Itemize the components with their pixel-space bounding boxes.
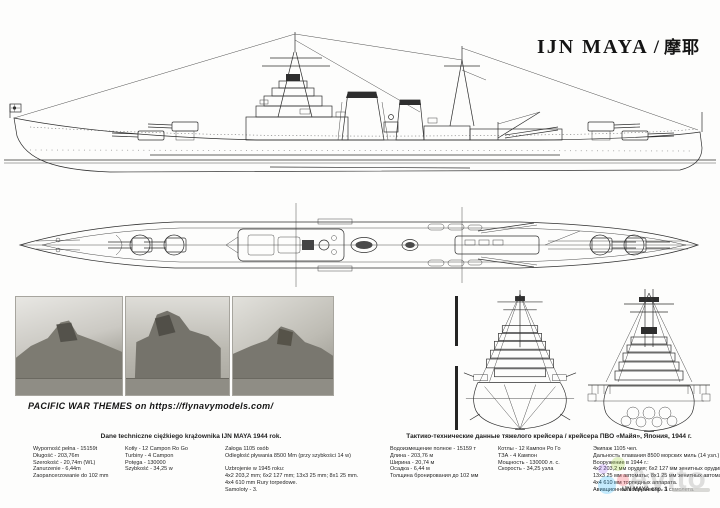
page-title: IJN MAYA / 摩耶 [537, 33, 700, 59]
spec-line: Zanurzenie - 6,44m [33, 466, 81, 473]
spec-line: 4x2 203,2 mm; 6x2 127 mm; 13x3 25 mm; 8x… [225, 473, 359, 480]
spec-line: 4x4 610 mm Rury torpedowe. [225, 479, 298, 486]
specs-polish-header: Dane techniczne ciężkiego krążownika IJN… [100, 433, 282, 440]
specs-polish: Dane techniczne ciężkiego krążownika IJN… [15, 433, 367, 497]
specs-russian: Тактико-технические данные тяжелого крей… [383, 433, 720, 501]
section-bridge-tiers [463, 325, 577, 381]
spec-line: Скорость - 34,25 узла [498, 466, 554, 473]
spec-line [225, 460, 358, 467]
aircraft-deck-and-catapult [469, 111, 563, 141]
plan-view-drawing [18, 203, 700, 287]
spec-line: Zaopancerzowanie do 102 mm [33, 473, 109, 480]
spec-line: Załoga 1105 osób [225, 446, 269, 452]
side-profile-drawing [4, 32, 716, 173]
cross-section-drawing-aft [587, 289, 711, 432]
section-hull [465, 382, 575, 430]
model-photo-aft [232, 296, 334, 396]
aft-turrets [587, 121, 675, 141]
model-photo-bow [15, 296, 123, 396]
spec-line: Długość - 203,76m [33, 452, 80, 459]
photo-foreground [16, 378, 122, 395]
section-mast [605, 289, 693, 383]
section-bridge-tiers [614, 336, 684, 381]
spec-line: Ширина - 20,74 м [390, 459, 435, 466]
foremast [13, 32, 463, 119]
spec-line: Turbiny - 4 Campon [125, 452, 174, 459]
spec-line: Wyporność pełna - 15159t [33, 446, 98, 452]
model-superstructure-shadow [56, 322, 78, 343]
plan-aft-turrets [589, 234, 670, 256]
spec-line: 4x2 203,2 мм орудия; 6x2 127 мм зенитных… [593, 466, 720, 473]
plan-boats [427, 223, 483, 267]
plan-catapults [477, 222, 581, 268]
midship-platforms [335, 111, 471, 141]
spec-line: Szerokość - 20,74m (WL) [33, 459, 96, 466]
spec-line: 4x4 610 мм торпедных аппарата. [593, 479, 678, 486]
spec-line: Szybkość - 34,25 w [125, 466, 173, 473]
spec-line: Дальность плавания 8500 морских миль (14… [593, 452, 720, 459]
title-latin: IJN MAYA [536, 36, 649, 58]
hull-profile [13, 117, 703, 173]
forward-turrets [111, 121, 199, 141]
mainmast [444, 46, 699, 131]
plan-anchor-gear [35, 237, 81, 253]
spec-line: Вооружение в 1944 г.: [593, 459, 649, 466]
spec-line: 13x3 25 мм автоматы; 8x1 25 мм зенитных … [593, 473, 720, 480]
spec-line: Odległość pływania 8500 Mm (przy szybkoś… [225, 452, 351, 459]
banner-link[interactable]: PACIFIC WAR THEMES on https://flynavymod… [28, 401, 274, 411]
footer: IJN MAYA стр. 1 [622, 487, 710, 493]
illegible-credit-text [671, 488, 710, 492]
title-kanji: 摩耶 [664, 38, 700, 57]
title-separator: / [653, 37, 659, 58]
spec-line: Толщина бронирования до 102 мм [390, 473, 479, 480]
scan-fold-strip [455, 296, 458, 346]
spec-line: Potęga - 130000 [125, 459, 166, 466]
specs-russian-header: Тактико-технические данные тяжелого крей… [406, 433, 692, 440]
plan-mast-yards [295, 203, 463, 287]
plan-superstructure [225, 228, 345, 262]
plan-funnels [350, 237, 419, 253]
plan-aft-deckhouse [454, 235, 688, 255]
spec-line: Водоизмещение полное - 15159 т [390, 446, 477, 452]
cross-section-drawing-fore [463, 290, 577, 430]
spec-line: Мощность - 130000 л. с. [498, 459, 560, 466]
spec-line: Kotły - 12 Campon Ro Go [125, 446, 188, 452]
scan-fold-strip [455, 366, 458, 430]
bow-ensign-flag-icon [9, 103, 22, 118]
specs-russian-col3: Экипаж 1105 чел.Дальность плавания 8500 … [593, 446, 720, 494]
spec-line: Samoloty - 3. [225, 486, 258, 493]
section-boat-booms [587, 384, 711, 402]
model-photo-midship [125, 296, 230, 396]
photo-foreground [126, 378, 229, 395]
spec-line: Осадка - 6,44 м [390, 466, 430, 473]
spec-line: Котлы - 12 Кампон Ро Го [498, 446, 561, 452]
section-hull [594, 385, 704, 432]
pagoda-bridge [245, 74, 349, 141]
spec-line: Uzbrojenie w 1945 roku: [225, 466, 285, 473]
waterline [4, 159, 716, 164]
plan-forward-turrets [108, 234, 187, 256]
photo-foreground [233, 378, 333, 395]
funnel-1 [337, 91, 389, 141]
spec-line: ТЗА - 4 Кампон [498, 452, 537, 459]
pacific-war-themes-banner[interactable]: PACIFIC WAR THEMES on https://flynavymod… [28, 401, 273, 411]
model-turret-shadow [277, 328, 293, 346]
spec-line: Экипаж 1105 чел. [593, 446, 638, 452]
spec-line: Длина - 203,76 м [390, 452, 434, 459]
spec-line: Авиационное вооружение - 3 самолета. [593, 486, 695, 493]
model-detail-shadow [154, 314, 176, 337]
page-number-label: IJN MAYA стр. 1 [622, 487, 668, 493]
